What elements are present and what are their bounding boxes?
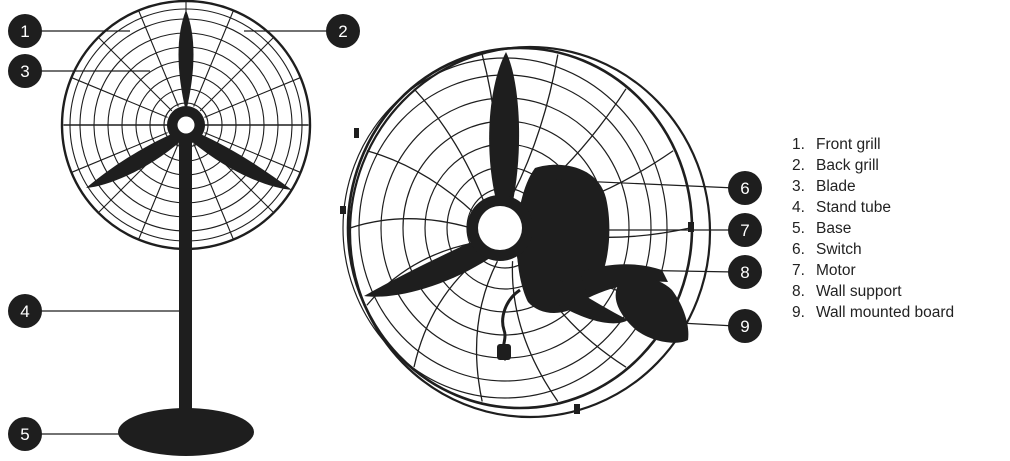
callout-4: 4 [8, 294, 42, 328]
svg-text:9: 9 [740, 317, 749, 336]
svg-text:2: 2 [338, 22, 347, 41]
grill-spoke [350, 219, 471, 228]
grill-spoke [414, 89, 484, 202]
wall-fan-illustration [340, 47, 710, 417]
callout-8: 8 [728, 255, 762, 289]
base [118, 408, 254, 456]
callout-1: 1 [8, 14, 42, 48]
wall-mounted-board [616, 278, 689, 343]
legend-item: 8.Wall support [792, 281, 954, 302]
svg-text:3: 3 [20, 62, 29, 81]
svg-text:8: 8 [740, 263, 749, 282]
callout-9: 9 [728, 309, 762, 343]
legend-item: 5.Base [792, 218, 954, 239]
legend-item: 1.Front grill [792, 134, 954, 155]
legend-item: 4.Stand tube [792, 197, 954, 218]
callout-7: 7 [728, 213, 762, 247]
svg-text:7: 7 [740, 221, 749, 240]
legend-item: 7.Motor [792, 260, 954, 281]
legend-item: 6.Switch [792, 239, 954, 260]
legend-item: 3.Blade [792, 176, 954, 197]
callout-3: 3 [8, 54, 42, 88]
wall-hub-cap [478, 206, 522, 250]
callout-5: 5 [8, 417, 42, 451]
legend-item: 2.Back grill [792, 155, 954, 176]
stand-tube [179, 136, 192, 418]
svg-text:1: 1 [20, 22, 29, 41]
hub-cap [178, 117, 195, 134]
parts-legend: 1.Front grill 2.Back grill 3.Blade 4.Sta… [792, 134, 954, 323]
grill-spoke [200, 38, 273, 111]
callout-2: 2 [326, 14, 360, 48]
callout-6: 6 [728, 171, 762, 205]
switch [540, 165, 562, 193]
pedestal-fan-illustration [62, 1, 310, 456]
svg-text:5: 5 [20, 425, 29, 444]
svg-text:6: 6 [740, 179, 749, 198]
legend-item: 9.Wall mounted board [792, 302, 954, 323]
grill-spoke [99, 38, 172, 111]
svg-text:4: 4 [20, 302, 29, 321]
